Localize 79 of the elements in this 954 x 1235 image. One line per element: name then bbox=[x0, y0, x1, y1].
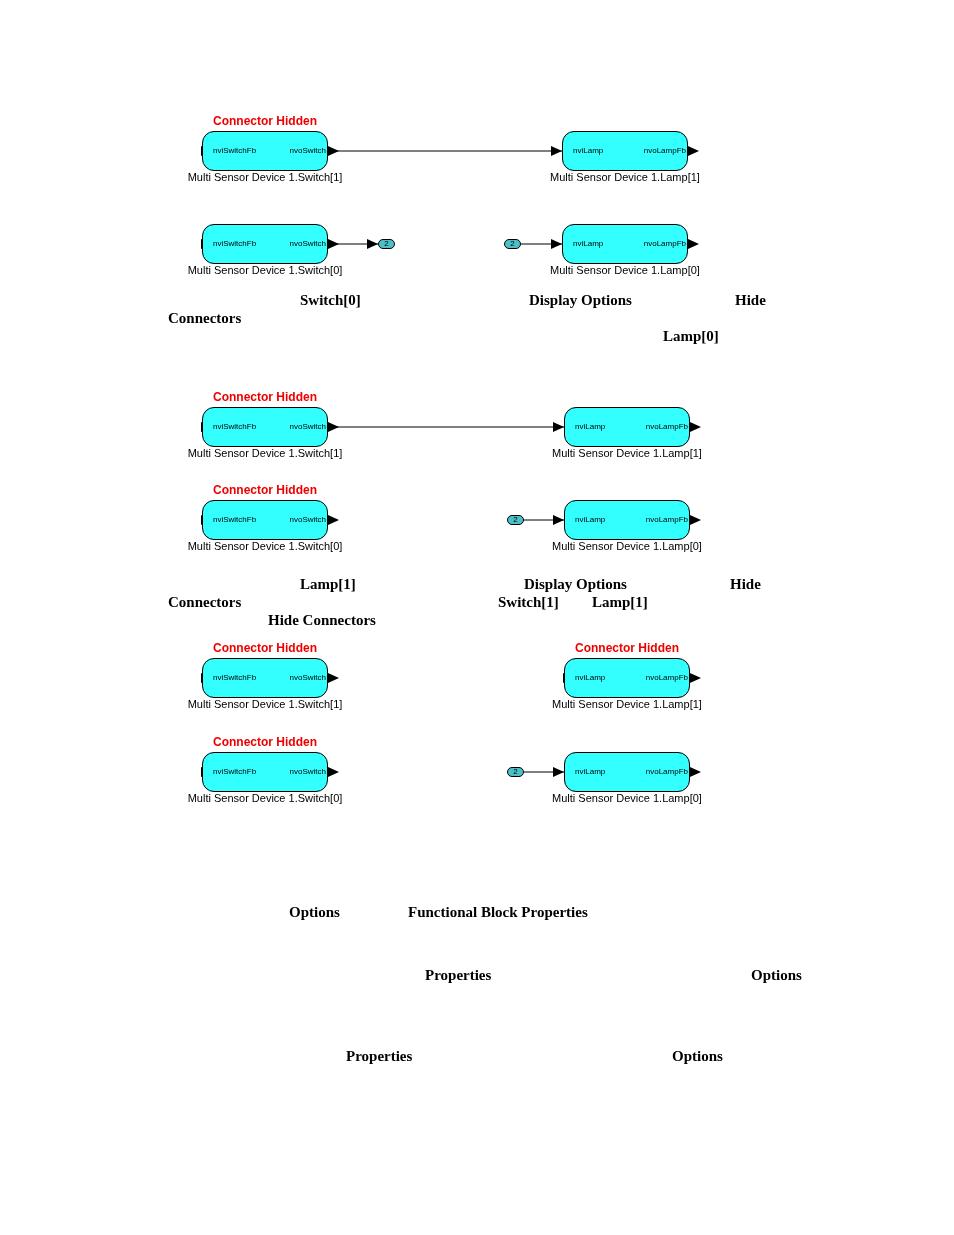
function-block bbox=[202, 658, 328, 698]
connector-tag: 2 bbox=[507, 515, 524, 525]
text-label: Properties bbox=[346, 1048, 413, 1065]
output-port-label: nvoLampFb bbox=[645, 421, 688, 433]
output-port-label: nvoLampFb bbox=[645, 672, 688, 684]
output-port-label: nvoLampFb bbox=[643, 238, 686, 250]
text-label: Display Options bbox=[524, 576, 627, 593]
output-port-label: nvoSwitch bbox=[289, 672, 326, 684]
text-label: Switch[0] bbox=[300, 292, 361, 309]
input-port-label: nviLamp bbox=[575, 514, 606, 526]
text-label: Hide Connectors bbox=[268, 612, 376, 629]
text-label: Display Options bbox=[529, 292, 632, 309]
text-label: Lamp[1] bbox=[592, 594, 648, 611]
status-heading: Connector Hidden bbox=[212, 390, 318, 404]
status-heading: Connector Hidden bbox=[212, 641, 318, 655]
function-block bbox=[202, 500, 328, 540]
block-caption: Multi Sensor Device 1.Switch[1] bbox=[186, 698, 344, 711]
block-caption: Multi Sensor Device 1.Switch[1] bbox=[186, 447, 344, 460]
status-heading: Connector Hidden bbox=[574, 641, 680, 655]
block-caption: Multi Sensor Device 1.Switch[0] bbox=[186, 264, 344, 277]
function-block bbox=[564, 658, 690, 698]
block-caption: Multi Sensor Device 1.Lamp[1] bbox=[551, 447, 703, 460]
function-block bbox=[202, 131, 328, 171]
input-port-label: nviSwitchFb bbox=[213, 238, 257, 250]
block-caption: Multi Sensor Device 1.Switch[0] bbox=[186, 540, 344, 553]
output-port-label: nvoSwitch bbox=[289, 145, 326, 157]
function-block bbox=[562, 224, 688, 264]
output-port-label: nvoSwitch bbox=[289, 766, 326, 778]
input-port-label: nviLamp bbox=[573, 145, 604, 157]
block-caption: Multi Sensor Device 1.Lamp[1] bbox=[549, 171, 701, 184]
connector-line bbox=[523, 767, 565, 777]
connector-line bbox=[523, 515, 565, 525]
text-label: Hide bbox=[735, 292, 766, 309]
input-port-label: nviLamp bbox=[575, 421, 606, 433]
text-label: Functional Block Properties bbox=[408, 904, 588, 921]
function-block bbox=[202, 407, 328, 447]
function-block bbox=[562, 131, 688, 171]
block-caption: Multi Sensor Device 1.Lamp[0] bbox=[549, 264, 701, 277]
function-block bbox=[564, 500, 690, 540]
connector-tag: 2 bbox=[378, 239, 395, 249]
function-block bbox=[564, 752, 690, 792]
connector-tag: 2 bbox=[504, 239, 521, 249]
block-caption: Multi Sensor Device 1.Switch[0] bbox=[186, 792, 344, 805]
output-port-label: nvoSwitch bbox=[289, 421, 326, 433]
output-port-label: nvoLampFb bbox=[645, 766, 688, 778]
text-label: Switch[1] bbox=[498, 594, 559, 611]
block-caption: Multi Sensor Device 1.Lamp[0] bbox=[551, 792, 703, 805]
block-caption: Multi Sensor Device 1.Lamp[1] bbox=[551, 698, 703, 711]
input-port-label: nviSwitchFb bbox=[213, 145, 257, 157]
text-label: Properties bbox=[425, 967, 492, 984]
text-label: Connectors bbox=[168, 594, 242, 611]
output-port-label: nvoSwitch bbox=[289, 514, 326, 526]
input-port-label: nviSwitchFb bbox=[213, 672, 257, 684]
input-port-label: nviLamp bbox=[575, 672, 606, 684]
connector-tag: 2 bbox=[507, 767, 524, 777]
block-caption: Multi Sensor Device 1.Switch[1] bbox=[186, 171, 344, 184]
output-port-label: nvoLampFb bbox=[645, 514, 688, 526]
input-port-label: nviLamp bbox=[573, 238, 604, 250]
text-label: Connectors bbox=[168, 310, 242, 327]
input-port-label: nviSwitchFb bbox=[213, 514, 257, 526]
status-heading: Connector Hidden bbox=[212, 735, 318, 749]
connector-line bbox=[520, 239, 563, 249]
text-label: Options bbox=[672, 1048, 723, 1065]
output-port-label: nvoLampFb bbox=[643, 145, 686, 157]
input-port-label: nviSwitchFb bbox=[213, 766, 257, 778]
text-label: Lamp[0] bbox=[663, 328, 719, 345]
text-label: Hide bbox=[730, 576, 761, 593]
input-port-label: nviSwitchFb bbox=[213, 421, 257, 433]
status-heading: Connector Hidden bbox=[212, 114, 318, 128]
text-label: Lamp[1] bbox=[300, 576, 356, 593]
text-label: Options bbox=[289, 904, 340, 921]
input-port-label: nviLamp bbox=[575, 766, 606, 778]
function-block bbox=[564, 407, 690, 447]
function-block bbox=[202, 224, 328, 264]
function-block bbox=[202, 752, 328, 792]
text-label: Options bbox=[751, 967, 802, 984]
status-heading: Connector Hidden bbox=[212, 483, 318, 497]
block-caption: Multi Sensor Device 1.Lamp[0] bbox=[551, 540, 703, 553]
output-port-label: nvoSwitch bbox=[289, 238, 326, 250]
